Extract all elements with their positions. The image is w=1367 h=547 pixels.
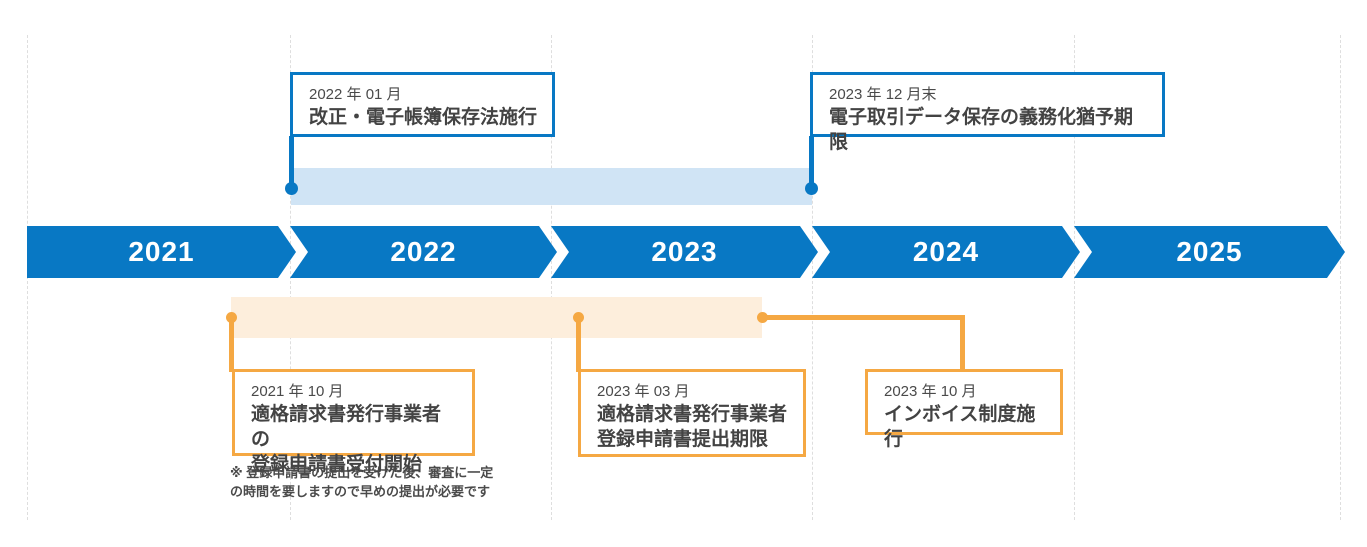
year-label: 2024 — [912, 236, 980, 267]
connector-line — [960, 315, 965, 372]
connector-line — [576, 317, 581, 372]
year-label: 2022 — [390, 236, 457, 267]
connector-line — [809, 136, 814, 188]
timeline-segment-2023: 2023 — [551, 226, 818, 278]
event-dot — [226, 312, 237, 323]
event-dot — [573, 312, 584, 323]
footnote-line: ※ 登録申請書の提出を受けた後、審査に一定 — [230, 465, 494, 480]
event-title: 登録申請書受付開始 — [251, 454, 423, 476]
event-title: 改正・電子帳簿保存法施行 — [309, 107, 538, 128]
event-title: 適格請求書発行事業者の — [251, 404, 442, 451]
event-dot — [757, 312, 768, 323]
connector-line — [289, 136, 294, 188]
footnote: ※ 登録申請書の提出を受けた後、審査に一定 の時間を要しますので早めの提出が必要… — [230, 464, 493, 502]
event-dot — [805, 182, 818, 195]
event-title: 電子取引データ保存の義務化猶予期限 — [829, 107, 1134, 154]
event-date: 2023 年 12 月末 — [829, 86, 937, 103]
gridline — [1340, 35, 1341, 520]
event-date: 2022 年 01 月 — [309, 86, 402, 103]
year-label: 2021 — [128, 236, 195, 267]
event-box-denshi-chobo: 2022 年 01 月 改正・電子帳簿保存法施行 — [290, 72, 555, 137]
blue-span-bar — [291, 168, 812, 205]
event-box-toroku-kigen: 2023 年 03 月 適格請求書発行事業者 登録申請書提出期限 — [578, 369, 806, 457]
event-title: 適格請求書発行事業者 — [597, 404, 788, 425]
event-dot — [285, 182, 298, 195]
event-box-toroku-uketsuke: 2021 年 10 月 適格請求書発行事業者の 登録申請書受付開始 — [232, 369, 475, 475]
event-box-invoice: 2023 年 10 月 インボイス制度施行 — [865, 369, 1063, 450]
connector-line — [762, 315, 965, 320]
timeline-segment-2025: 2025 — [1074, 226, 1345, 278]
year-label: 2025 — [1176, 236, 1243, 267]
event-title: インボイス制度施行 — [884, 404, 1036, 451]
event-date: 2021 年 10 月 — [251, 383, 344, 400]
year-label: 2023 — [651, 236, 718, 267]
event-title: 登録申請書提出期限 — [597, 429, 769, 451]
event-date: 2023 年 10 月 — [884, 383, 977, 400]
orange-span-bar — [231, 297, 762, 338]
event-date: 2023 年 03 月 — [597, 383, 690, 400]
event-box-denshi-torihiki: 2023 年 12 月末 電子取引データ保存の義務化猶予期限 — [810, 72, 1165, 153]
footnote-line: の時間を要しますので早めの提出が必要です — [230, 483, 491, 499]
timeline-segment-2022: 2022 — [290, 226, 557, 278]
timeline-segment-2024: 2024 — [812, 226, 1080, 278]
timeline-segment-2021: 2021 — [27, 226, 296, 278]
connector-line — [229, 317, 234, 372]
